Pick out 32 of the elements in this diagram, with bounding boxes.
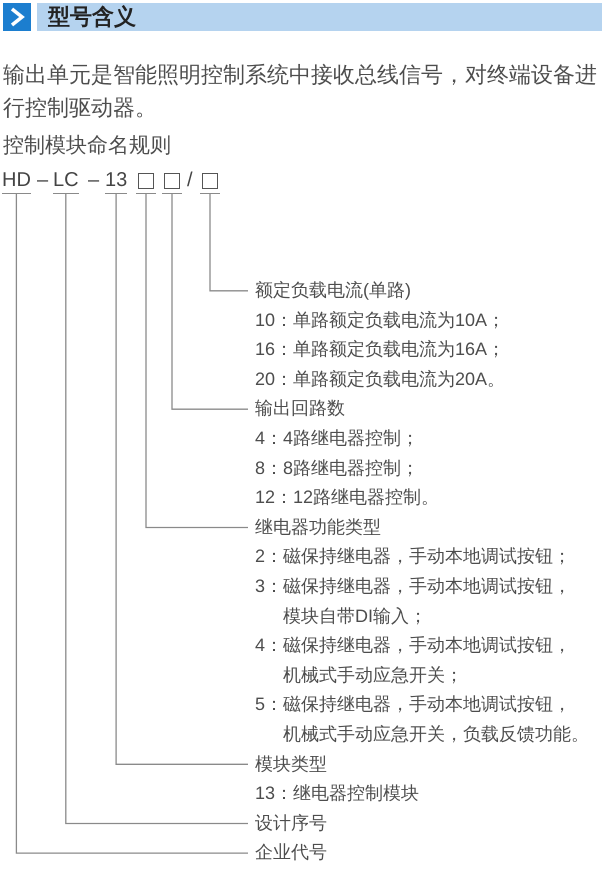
segment-heading: 企业代号	[248, 838, 327, 868]
code-segment: LC	[53, 168, 79, 194]
option-text: 5：磁保持继电器，手动本地调试按钮，机械式手动应急开关，负载反馈功能。	[255, 693, 590, 746]
segment-heading: 模块类型	[248, 750, 327, 780]
code-segment: HD	[2, 168, 31, 194]
option-text: 4：4路继电器控制；	[255, 426, 420, 450]
option-text: 8：8路继电器控制；	[255, 456, 420, 480]
segment-heading: 继电器功能类型	[248, 512, 381, 542]
intro-paragraph: 输出单元是智能照明控制系统中接收总线信号，对终端设备进行控制驱动器。	[3, 61, 598, 122]
option-text: 13：继电器控制模块	[255, 782, 420, 806]
segment-heading: 设计序号	[248, 808, 327, 838]
leader-line	[209, 194, 248, 292]
option-text: 2：磁保持继电器，手动本地调试按钮；	[255, 545, 572, 568]
code-segment: 13	[105, 168, 128, 194]
leader-line	[65, 194, 248, 824]
option-text: 4：磁保持继电器，手动本地调试按钮，机械式手动应急开关；	[255, 634, 572, 687]
segment-heading: 额定负载电流(单路)	[248, 276, 411, 306]
section-subtitle: 控制模块命名规则	[3, 133, 171, 159]
separator-slash: /	[187, 168, 193, 193]
option-text: 12：12路继电器控制。	[255, 486, 440, 510]
leader-line	[16, 194, 248, 854]
segment-heading: 输出回路数	[248, 394, 345, 424]
leader-line	[145, 194, 248, 528]
leader-line	[171, 194, 248, 410]
leader-line	[115, 194, 248, 765]
option-text: 10：单路额定负载电流为10A；	[255, 308, 506, 332]
separator-dash: –	[88, 168, 100, 193]
title: 型号含义	[48, 3, 136, 31]
option-text: 3：磁保持继电器，手动本地调试按钮，模块自带DI输入；	[255, 574, 572, 628]
separator-dash: –	[37, 168, 48, 193]
option-text: 20：单路额定负载电流为20A。	[255, 368, 506, 391]
option-text: 16：单路额定负载电流为16A；	[255, 338, 506, 362]
